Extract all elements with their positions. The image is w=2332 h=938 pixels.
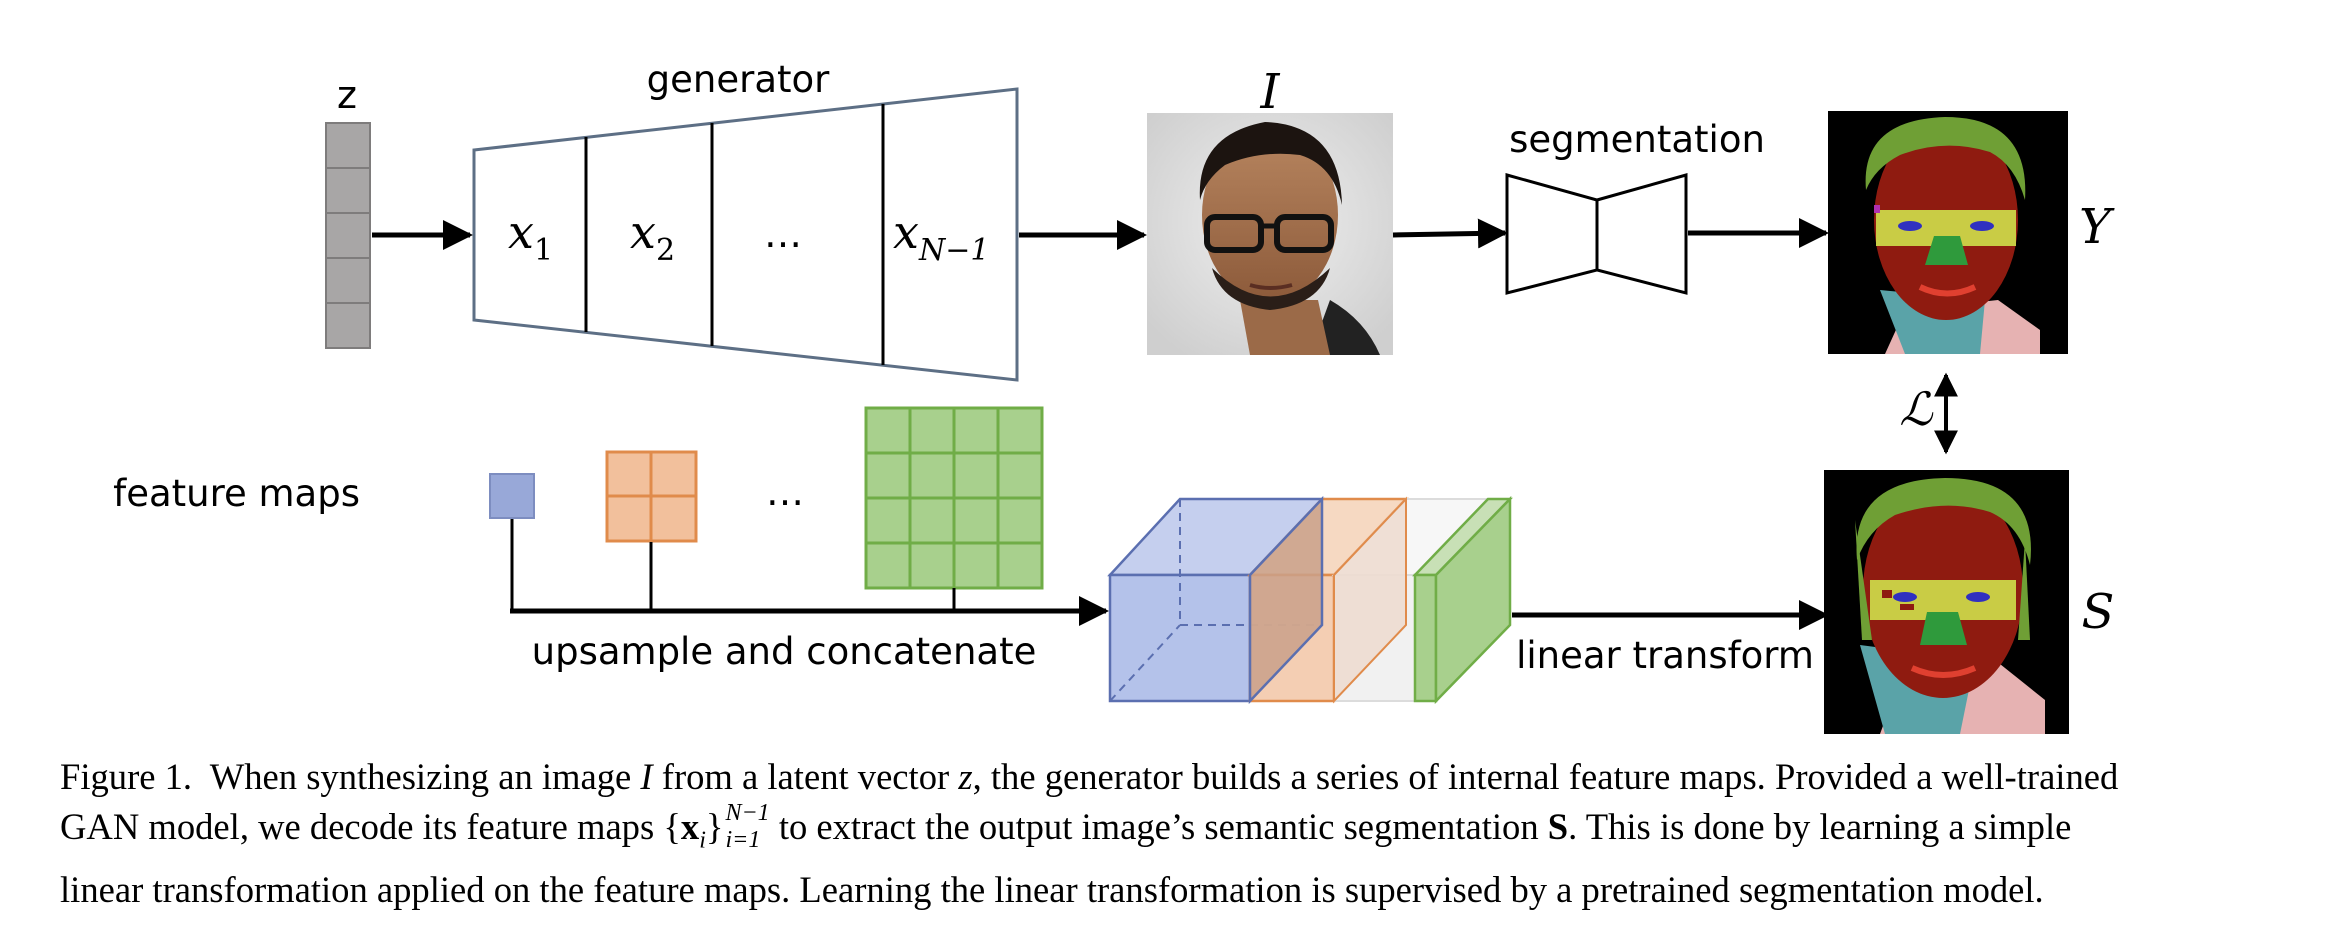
- figure-caption: Figure 1. When synthesizing an image I f…: [60, 752, 2310, 915]
- caption-line-3: linear transformation applied on the fea…: [60, 869, 2044, 911]
- generated-face-image: [1147, 113, 1393, 355]
- segmentation-map-Y: [1828, 111, 2068, 354]
- segmentation-map-S: [1824, 470, 2069, 734]
- latent-label: z: [337, 73, 357, 117]
- segmentation-network-shape: [1505, 173, 1688, 295]
- caption-fig-number: Figure 1.: [60, 756, 193, 797]
- caption-line-2: GAN model, we decode its feature maps {x…: [60, 800, 2072, 854]
- arrow-image-to-segmentation: [1392, 218, 1508, 249]
- upsample-label: upsample and concatenate: [532, 630, 1037, 673]
- linear-transform-label: linear transform: [1516, 634, 1814, 677]
- feature-maps-label: feature maps: [113, 472, 360, 515]
- latent-vector: [325, 122, 371, 349]
- Y-label: Y: [2079, 199, 2115, 255]
- feature-map-green: [864, 406, 1044, 590]
- image-label: I: [1260, 64, 1281, 120]
- feature-map-blue: [489, 473, 535, 519]
- generator-trapezoid: [472, 87, 1019, 382]
- caption-line-1: Figure 1. When synthesizing an image I f…: [60, 756, 2119, 797]
- feature-map-orange: [605, 450, 698, 543]
- layer-x2: x2: [630, 205, 675, 268]
- feature-ellipsis: …: [766, 470, 804, 514]
- layer-xn-1: xN−1: [893, 205, 989, 268]
- loss-label: ℒ: [1899, 382, 1933, 436]
- layer-ellipsis: …: [764, 212, 802, 256]
- S-label: S: [2082, 584, 2115, 640]
- segmentation-title: segmentation: [1509, 118, 1765, 161]
- concatenated-feature-volume: [1107, 495, 1513, 705]
- generator-title: generator: [647, 58, 830, 101]
- layer-x1: x1: [508, 205, 553, 268]
